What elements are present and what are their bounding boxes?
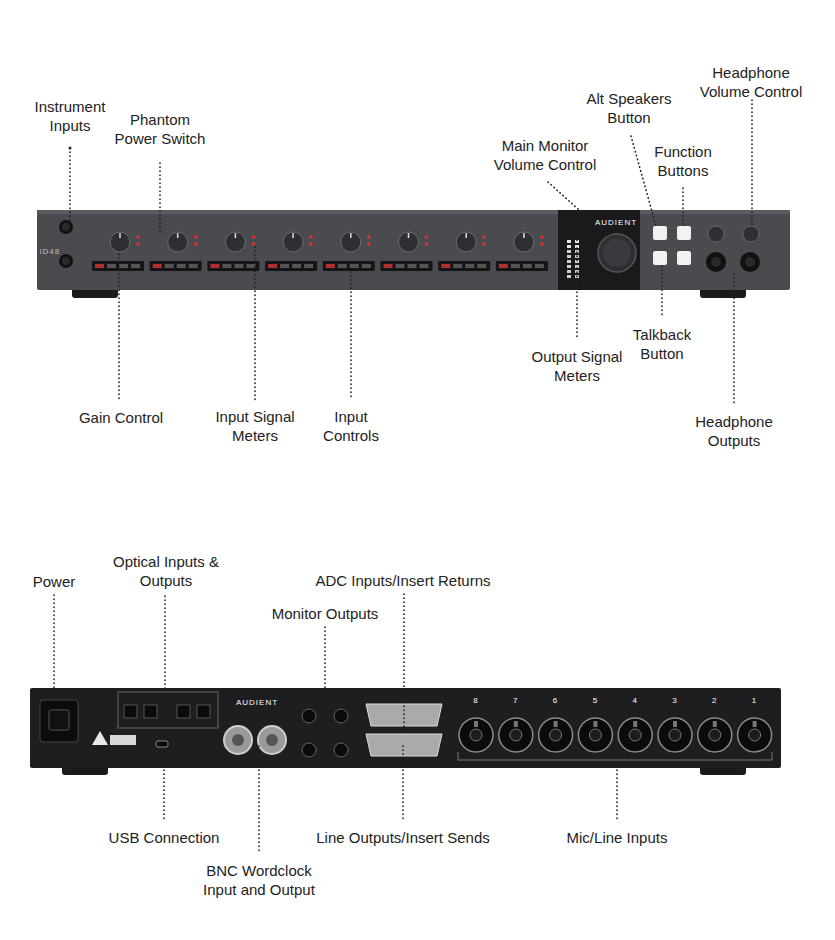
callout-label: Mic/Line Inputs <box>542 828 692 847</box>
panel-marking: AUDIENT <box>236 698 278 708</box>
callout-label: Function Buttons <box>641 142 726 180</box>
rear-panel <box>30 688 781 775</box>
panel-marking: 5 <box>593 696 598 706</box>
callout-label: Headphone Volume Control <box>691 63 811 101</box>
callout-label: Input Controls <box>315 407 387 445</box>
front-panel <box>37 210 790 298</box>
callout-label: Optical Inputs & Outputs <box>101 552 231 590</box>
callout-label: Power <box>19 572 89 591</box>
callout-label: Phantom Power Switch <box>110 110 210 148</box>
panel-marking: 2 <box>712 696 717 706</box>
callout-label: BNC Wordclock Input and Output <box>189 861 329 899</box>
callout-label: Alt Speakers Button <box>574 89 684 127</box>
leader-lines <box>54 100 752 854</box>
panel-marking: 7 <box>513 696 518 706</box>
callout-label: Headphone Outputs <box>688 412 780 450</box>
panel-marking: AUDIENT <box>595 218 637 228</box>
callout-label: Instrument Inputs <box>23 97 118 135</box>
callout-label: Input Signal Meters <box>203 407 308 445</box>
callout-label: Line Outputs/Insert Sends <box>293 828 513 847</box>
panel-marking: iD48 <box>40 247 60 257</box>
callout-label: Monitor Outputs <box>250 604 400 623</box>
callout-label: Output Signal Meters <box>521 347 633 385</box>
panel-marking: 6 <box>553 696 558 706</box>
panel-marking: 4 <box>632 696 637 706</box>
panel-marking: 1 <box>752 696 757 706</box>
panel-marking: 3 <box>672 696 677 706</box>
callout-label: ADC Inputs/Insert Returns <box>293 571 513 590</box>
callout-label: Talkback Button <box>621 325 703 363</box>
callout-label: Gain Control <box>56 408 186 427</box>
callout-label: USB Connection <box>89 828 239 847</box>
callout-label: Main Monitor Volume Control <box>483 136 608 174</box>
panel-marking: 8 <box>473 696 478 706</box>
